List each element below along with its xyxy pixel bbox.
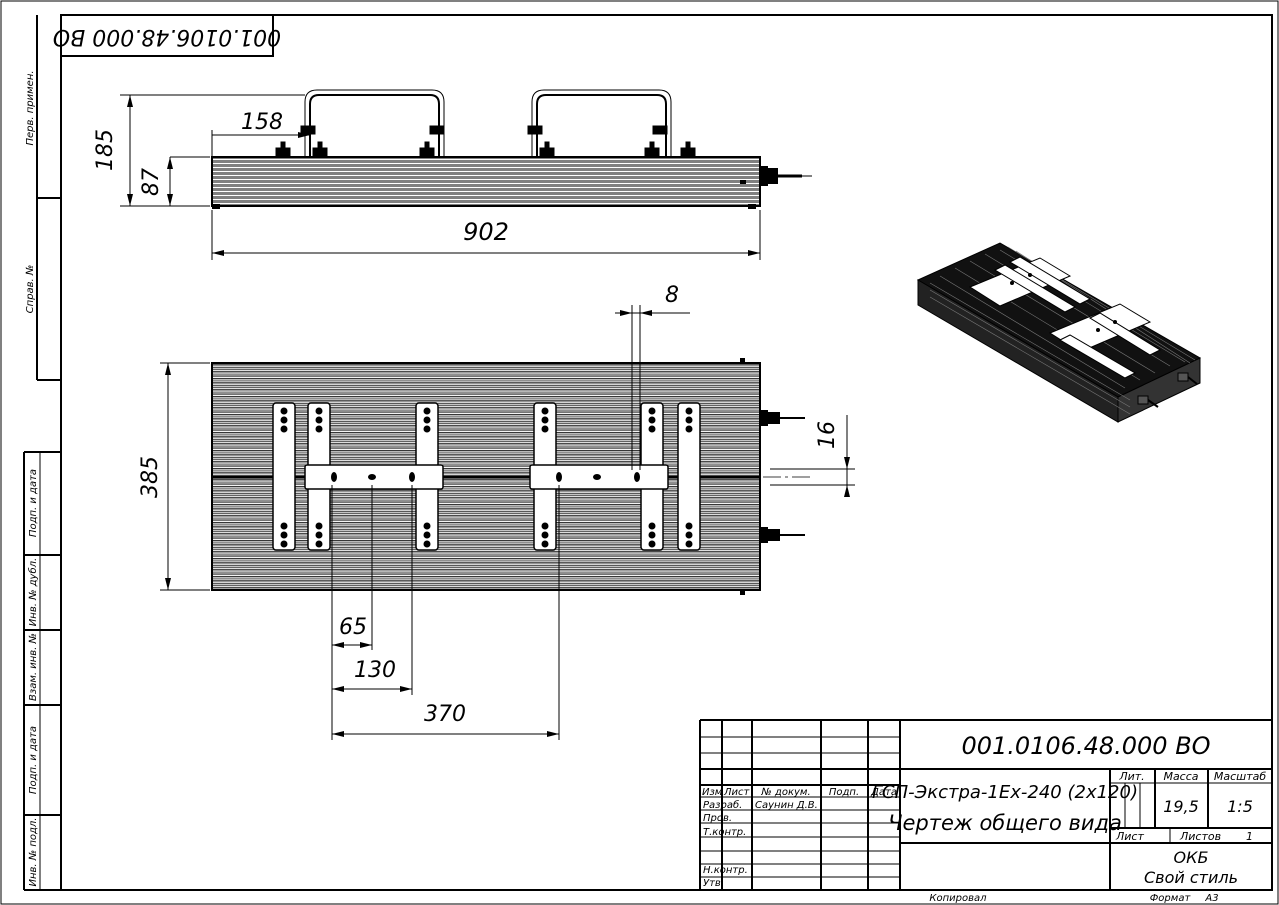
corner-designation: 001.0106.48.000 ВО (53, 24, 281, 49)
dim-65: 65 (339, 615, 367, 640)
dim-370: 370 (424, 702, 466, 727)
mounting-bracket-right (531, 89, 672, 157)
dim-130: 130 (354, 658, 396, 683)
side-label-vzam-inv: Взам. инв. № (28, 633, 39, 701)
side-label-inv-podl: Инв. № подл. (28, 818, 39, 887)
dim-87: 87 (139, 168, 164, 196)
dim-158: 158 (241, 110, 283, 135)
binding-column (23, 15, 61, 891)
side-label-sprav: Справ. № (25, 265, 36, 314)
side-label-perv-primen: Перв. примен. (25, 70, 36, 145)
tb-scale-value: 1:5 (1227, 797, 1253, 816)
tb-col-data: Дата (870, 787, 897, 798)
top-cable-glands (760, 410, 805, 543)
side-view (211, 89, 812, 209)
tb-format-label: Формат (1150, 893, 1192, 904)
isometric-view (916, 242, 1202, 423)
tb-document-name: Чертеж общего вида (888, 811, 1122, 835)
bracket-bolts (275, 125, 696, 157)
tb-role-prov: Пров. (703, 813, 732, 824)
tb-developer-name: Саунин Д.В. (755, 800, 818, 811)
dim-185: 185 (93, 129, 118, 171)
tb-org-line1: ОКБ (1174, 848, 1209, 867)
side-label-podp-data-1: Подп. и дата (28, 469, 39, 537)
tb-org-line2: Свой стиль (1144, 868, 1238, 887)
tb-scale-label: Масштаб (1214, 770, 1266, 783)
tb-lit-label: Лит. (1118, 770, 1144, 783)
tb-col-docnum: № докум. (760, 787, 810, 798)
tb-copied-label: Копировал (929, 893, 987, 904)
side-cable-gland (760, 166, 812, 186)
side-label-podp-data-2: Подп. и дата (28, 726, 39, 794)
dim-8: 8 (665, 283, 679, 308)
side-view-arrows (127, 95, 760, 256)
tb-col-izm: Изм (702, 787, 723, 798)
top-view-arrows (165, 310, 850, 737)
tb-col-podp: Подп. (829, 787, 859, 798)
tb-role-tkontr: Т.контр. (703, 827, 746, 838)
title-block-grid (699, 719, 1272, 890)
tb-designation: 001.0106.48.000 ВО (961, 732, 1210, 760)
tb-product-name: ГСП-Экстра-1Ех-240 (2х120) (872, 782, 1138, 803)
side-body (211, 156, 761, 207)
dim-902: 902 (463, 218, 509, 246)
top-view (211, 358, 810, 595)
tb-sheet-label: Лист (1115, 830, 1144, 843)
tb-role-razrab: Разраб. (703, 799, 742, 811)
mounting-bracket-left (304, 89, 445, 157)
plate-bolts (280, 407, 693, 548)
side-view-dimensions (120, 94, 761, 260)
tb-role-nkontr: Н.контр. (703, 865, 748, 876)
tb-col-list: Лист (723, 787, 751, 798)
tb-mass-value: 19,5 (1163, 797, 1199, 816)
tb-sheets-label: Листов (1179, 830, 1221, 843)
dim-385: 385 (138, 456, 163, 498)
dim-16: 16 (815, 421, 840, 449)
tb-sheets-value: 1 (1246, 830, 1253, 843)
tb-format-value: А3 (1204, 893, 1218, 904)
tb-role-utv: Утв. (703, 878, 724, 889)
side-label-inv-dubl: Инв. № дубл. (27, 558, 39, 626)
tb-mass-label: Масса (1163, 770, 1198, 783)
corner-designation-box (60, 14, 274, 57)
